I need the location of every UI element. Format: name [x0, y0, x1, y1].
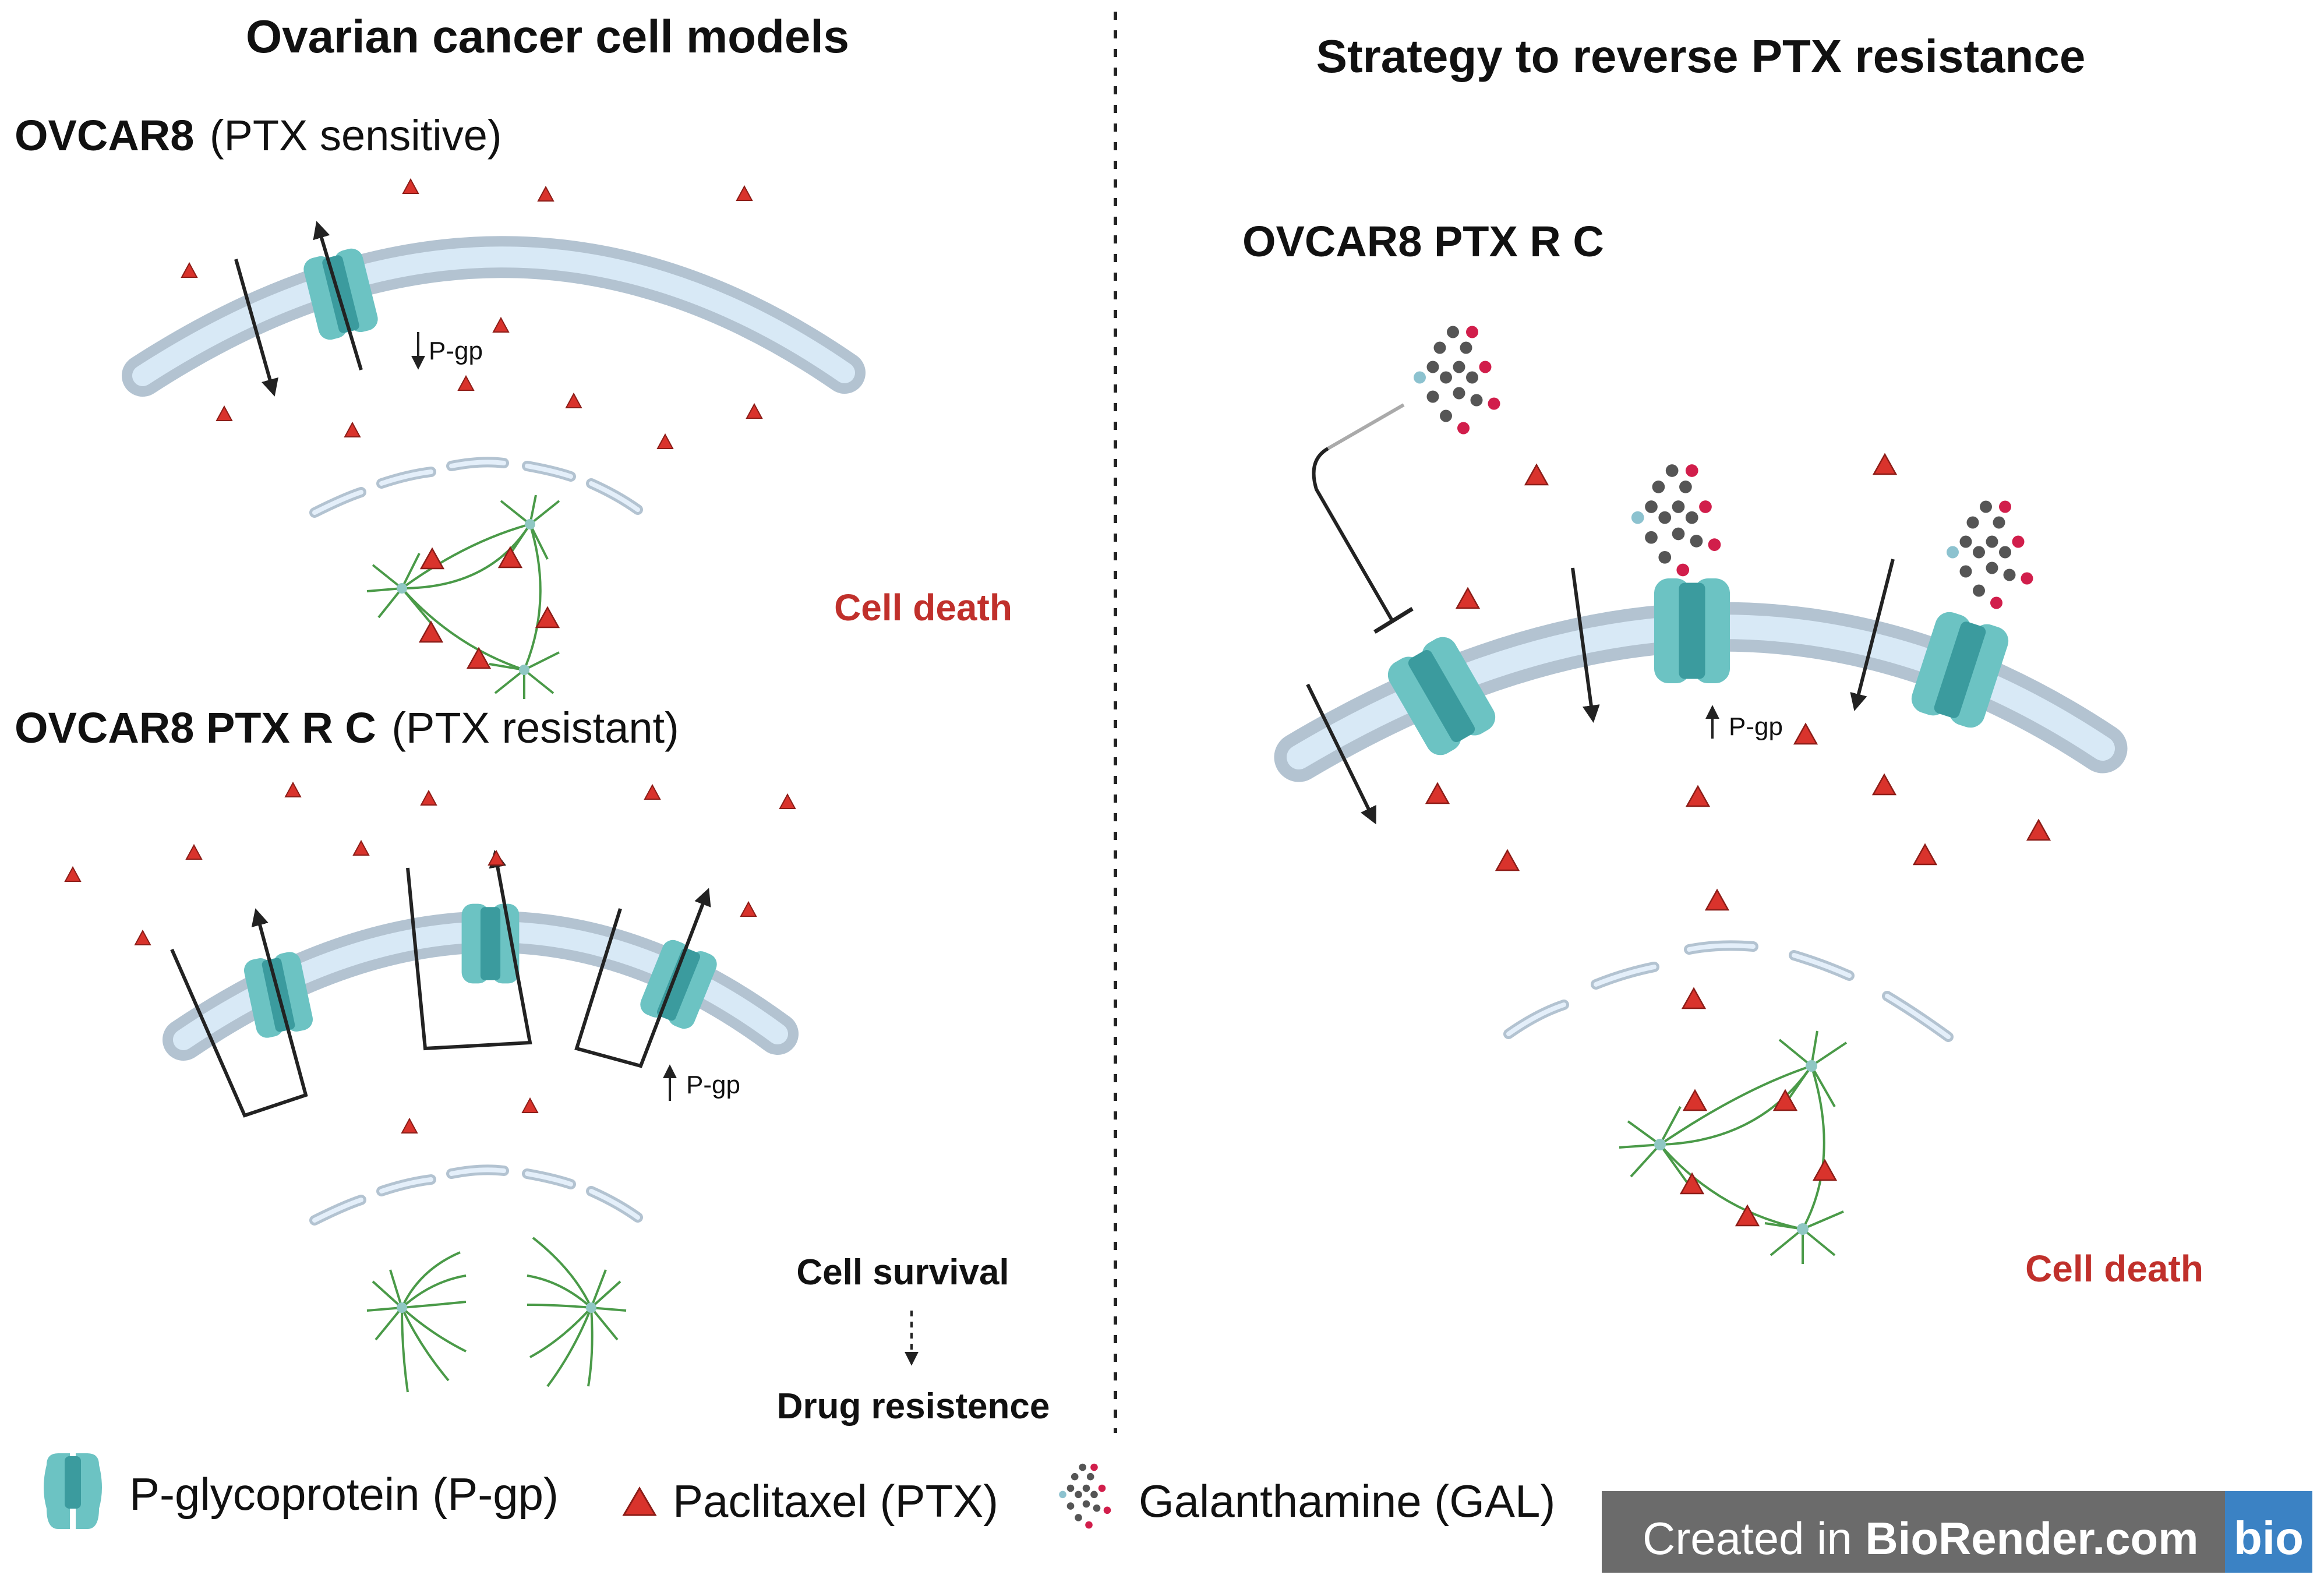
biorender-badge: Created in BioRender.com bio — [1602, 1491, 2312, 1573]
branding-text: Created in BioRender.com — [1643, 1513, 2198, 1564]
influx-arrows — [1306, 559, 1895, 825]
mitotic-spindle — [1619, 1030, 1848, 1264]
ptx-legend-icon — [622, 1486, 657, 1516]
branding-brand: BioRender.com — [1865, 1513, 2198, 1564]
ptx-legend-label: Paclitaxel (PTX) — [673, 1475, 998, 1527]
nuclear-envelope — [1503, 940, 1954, 1042]
efflux-loops — [170, 850, 711, 1118]
mitotic-spindle — [366, 495, 560, 699]
biorender-logo: bio — [2234, 1512, 2304, 1564]
galanthamine-molecule-bound-2 — [1947, 500, 2033, 609]
resistant-panel: OVCAR8 PTX R C (PTX resistant) P-gp — [15, 704, 1050, 1426]
galanthamine-molecule-bound-1 — [1631, 464, 1721, 577]
strategy-outcome: Cell death — [2025, 1248, 2203, 1290]
galanthamine-molecule-free — [1414, 326, 1500, 435]
branding-prefix: Created in — [1643, 1513, 1852, 1564]
gal-legend-label: Galanthamine (GAL) — [1139, 1475, 1555, 1527]
sensitive-outcome: Cell death — [834, 587, 1012, 628]
resistant-cell-name: OVCAR8 PTX R C — [15, 704, 376, 752]
split-spindle-right — [527, 1237, 627, 1387]
left-panel-title: Ovarian cancer cell models — [246, 10, 849, 62]
sensitive-cell-qualifier: (PTX sensitive) — [210, 111, 502, 160]
legend: P-glycoprotein (P-gp) Paclitaxel (PTX) G… — [44, 1453, 1555, 1529]
resistant-cell-qualifier: (PTX resistant) — [391, 704, 679, 752]
resistant-cell-label: OVCAR8 PTX R C (PTX resistant) — [15, 704, 679, 752]
resistant-outcome: Cell survival — [796, 1252, 1009, 1293]
gal-legend-icon — [1059, 1463, 1111, 1529]
resistant-pgp-label: P-gp — [686, 1071, 740, 1099]
right-panel-title: Strategy to reverse PTX resistance — [1316, 30, 2086, 82]
sensitive-panel: OVCAR8 (PTX sensitive) P-gp — [15, 111, 1012, 699]
pgp-legend-icon — [44, 1453, 102, 1529]
split-spindle-left — [366, 1251, 467, 1393]
pgp-legend-label: P-glycoprotein (P-gp) — [129, 1468, 559, 1520]
sensitive-membrane — [122, 236, 866, 397]
inhibition-line — [1312, 403, 1414, 634]
efflux-arrow — [313, 221, 363, 370]
strategy-cell-name: OVCAR8 PTX R C — [1242, 217, 1604, 266]
sensitive-cell-label: OVCAR8 (PTX sensitive) — [15, 111, 502, 160]
pgp-transporter-bound-1 — [1654, 578, 1730, 683]
resistant-consequence: Drug resistence — [777, 1386, 1050, 1426]
influx-arrow — [234, 259, 278, 397]
strategy-pgp-label: P-gp — [1729, 712, 1783, 741]
sensitive-cell-name: OVCAR8 — [15, 111, 194, 160]
nuclear-envelope — [309, 1164, 643, 1226]
strategy-panel: OVCAR8 PTX R C P-gp — [1242, 217, 2203, 1290]
sensitive-pgp-label: P-gp — [429, 337, 483, 365]
nuclear-envelope — [309, 457, 643, 518]
